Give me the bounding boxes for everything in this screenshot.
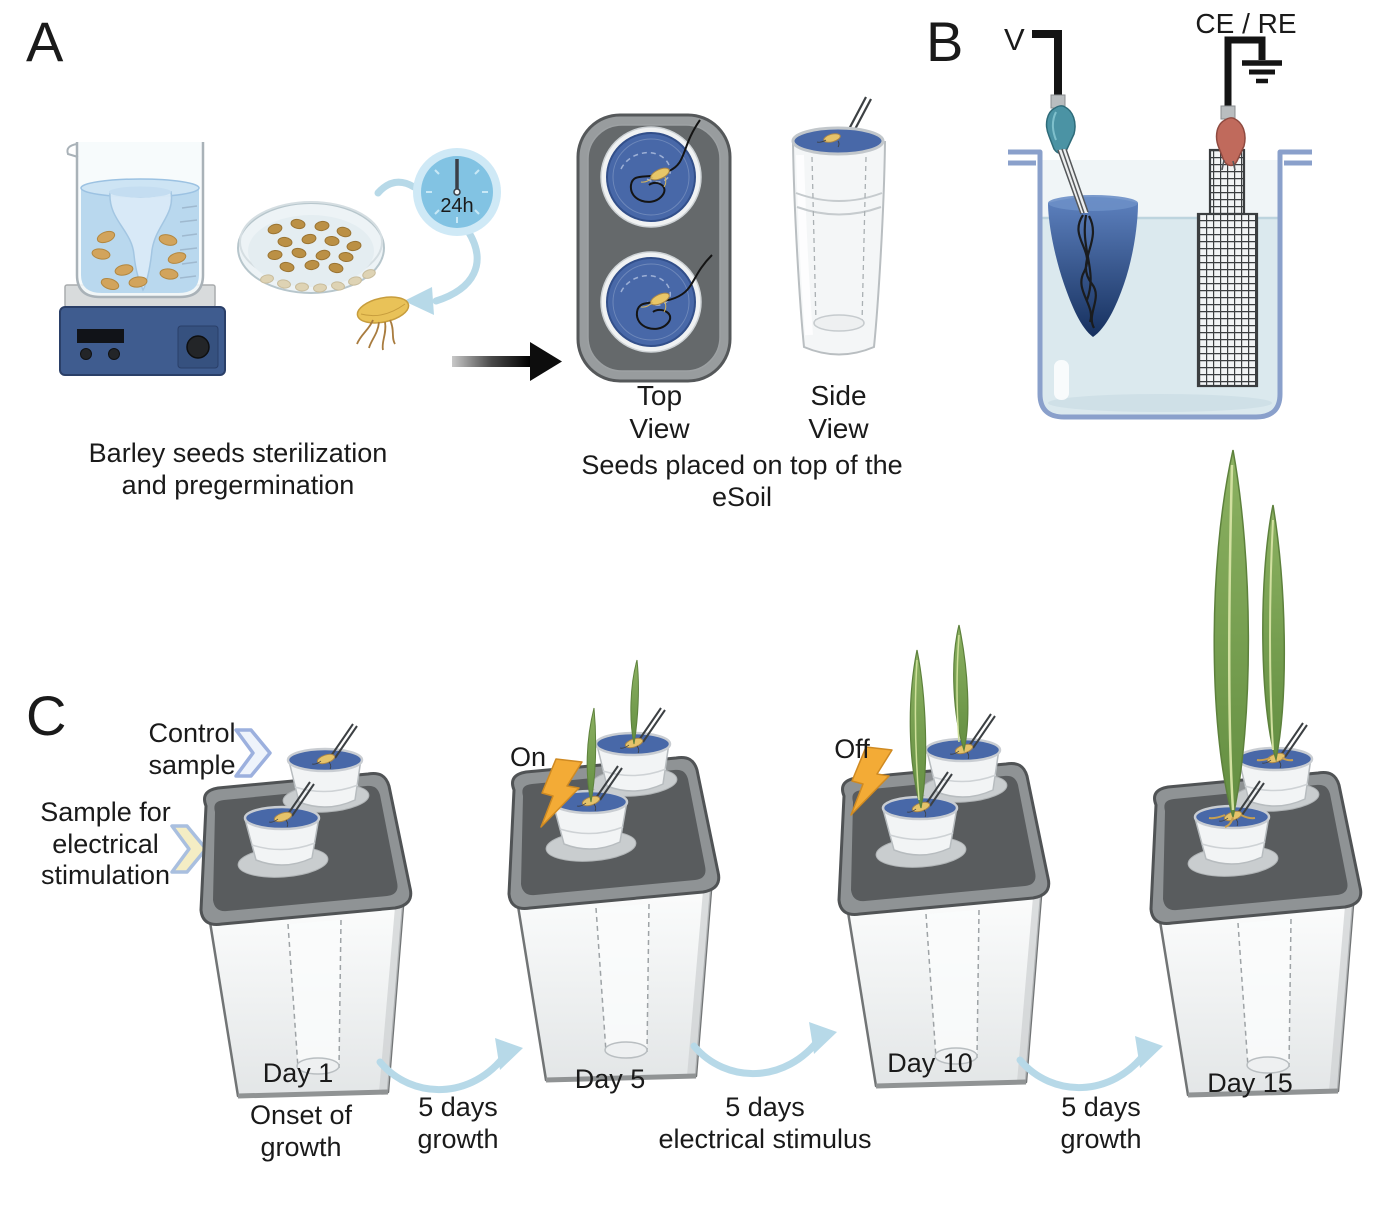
pregerminated-seeds — [267, 218, 362, 274]
measure-lines — [179, 205, 198, 279]
curved-arrow-icon — [432, 227, 481, 305]
ground-icon — [1242, 60, 1282, 84]
clock-ticks — [426, 161, 488, 223]
ground-lead-wire — [1224, 36, 1266, 106]
timer-label: 24h — [440, 195, 473, 217]
day1-sublabel: Onset of growth — [249, 1100, 353, 1162]
control-sample-label: Control sample — [148, 718, 236, 780]
voltage-lead-wire — [1032, 30, 1062, 95]
beaker-spout — [66, 143, 79, 158]
stirrer-dial — [186, 335, 210, 359]
plant-roots — [1208, 757, 1294, 828]
voltage-label: V — [1004, 22, 1025, 57]
probe-wires — [1057, 148, 1089, 215]
electrode-wire — [635, 254, 713, 330]
counter-reference-label: CE / RE — [1195, 8, 1297, 39]
day-label: Day 1 — [262, 1058, 334, 1088]
stimulus-off-label: Off — [834, 734, 870, 764]
alligator-clip-teal — [1045, 105, 1076, 155]
transition-label: 5 days growth — [1060, 1092, 1142, 1154]
day-label: Day 10 — [887, 1048, 973, 1078]
panel-b-label: B — [926, 10, 964, 73]
stimulated-sample-label: Sample for electrical stimulation — [40, 797, 171, 891]
day-label: Day 5 — [574, 1064, 646, 1094]
arrow-right-icon — [452, 342, 562, 381]
stimulus-on-label: On — [509, 742, 547, 772]
pale-seeds-row — [260, 269, 376, 293]
stirrer-knob — [80, 348, 92, 360]
panel-a-label: A — [26, 10, 64, 73]
germinated-seed-icon — [356, 296, 410, 351]
stirrer-display — [77, 329, 124, 343]
curved-arrow-icon — [374, 178, 418, 197]
clip-mesh-wires — [1221, 159, 1236, 171]
esoil-cone — [1048, 197, 1138, 337]
plant-leaf-icon — [1213, 449, 1250, 818]
beaker-stirrer-illustration — [59, 142, 226, 376]
transition-label: 5 days growth — [417, 1092, 499, 1154]
transition-arrow-icon — [1014, 1022, 1164, 1102]
transition-label: 5 days electrical stimulus — [658, 1092, 872, 1154]
timer-icon: 24h — [374, 148, 501, 315]
day-box-illustration-day5 — [498, 659, 728, 1160]
side-view-cup-illustration — [791, 96, 887, 356]
stirrer-knob — [108, 348, 120, 360]
plant-leaf-icon — [1262, 504, 1286, 762]
container-outline — [1008, 149, 1312, 420]
plant-leaf-icon — [953, 624, 969, 753]
chevron-right-icon-control — [234, 728, 272, 778]
day-box-illustration-day10 — [828, 624, 1058, 1160]
day-box-illustration-day15 — [1140, 449, 1370, 1160]
alligator-clip-red — [1215, 117, 1246, 167]
esoil-well — [600, 119, 702, 228]
electrochemical-cell-illustration — [1008, 30, 1312, 420]
day-label: Day 15 — [1207, 1068, 1293, 1098]
panel-c-label: C — [26, 684, 67, 747]
caption-top-view: Top View — [629, 380, 690, 444]
plant-leaf-icon — [630, 659, 639, 745]
plant-leaf-icon — [909, 649, 927, 809]
plant-leaf-icon — [586, 707, 597, 803]
top-view-tray-illustration — [576, 113, 732, 383]
petri-dish-illustration — [237, 201, 385, 294]
arrowhead — [404, 287, 434, 315]
caption-seed-placement: Seeds placed on top of the eSoil — [581, 450, 903, 512]
seeds-in-beaker — [91, 230, 187, 291]
caption-side-view: Side View — [808, 380, 869, 444]
working-electrode-wires — [1077, 214, 1097, 329]
seed-roots — [356, 319, 396, 351]
electrode-wire — [629, 119, 701, 203]
transition-arrow-icon — [688, 1008, 838, 1088]
caption-sterilization: Barley seeds sterilization and pregermin… — [88, 438, 388, 500]
chevron-right-icon-stimulated — [170, 824, 208, 874]
seed-icon — [823, 133, 841, 143]
mesh-electrode — [1196, 212, 1259, 388]
esoil-well — [600, 251, 713, 353]
